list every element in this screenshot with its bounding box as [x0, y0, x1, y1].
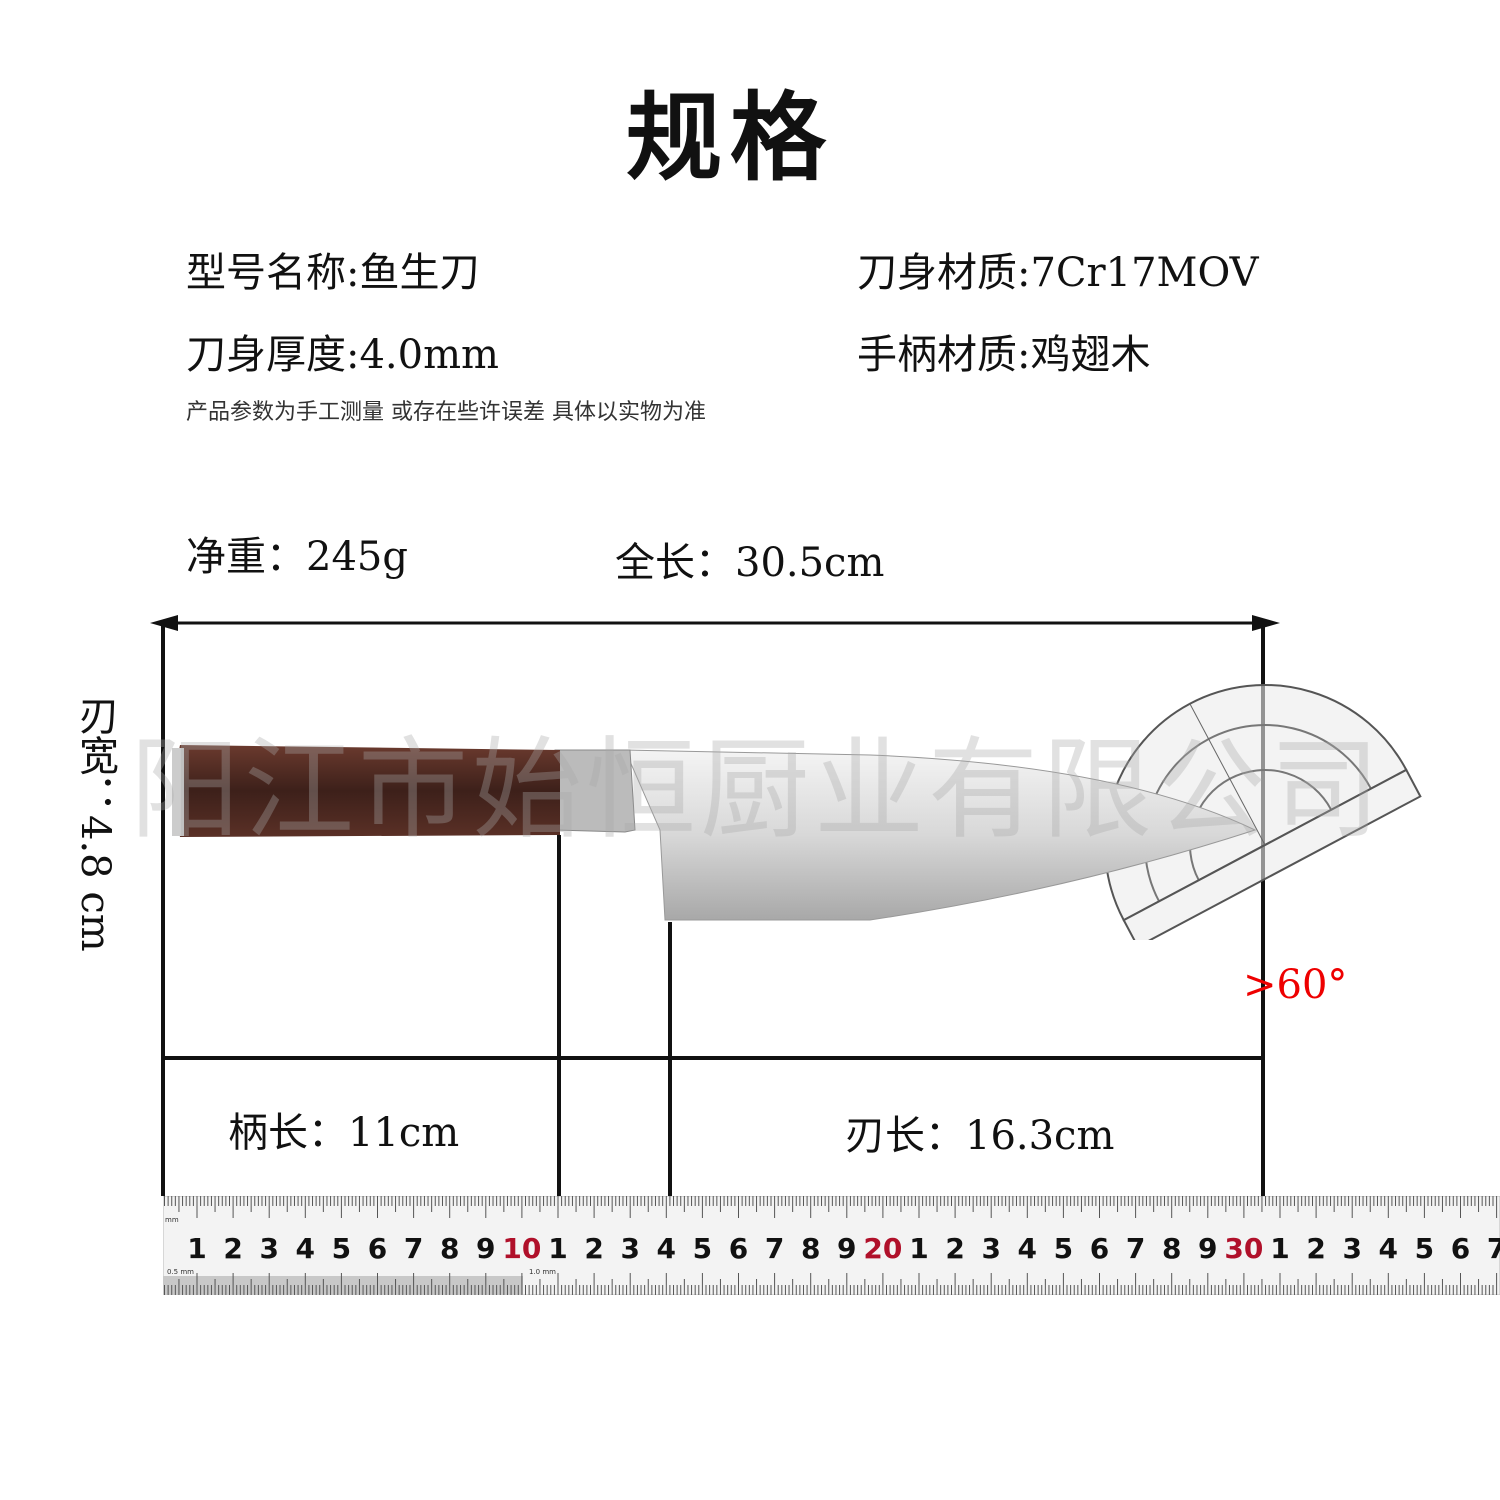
- ruler-label: 8: [440, 1232, 459, 1265]
- ruler-label: 6: [368, 1232, 387, 1265]
- net-weight: 净重：245g: [186, 534, 408, 580]
- ruler-label: 7: [1487, 1232, 1500, 1265]
- handle: [175, 745, 560, 837]
- blade-width: 刃宽：4.8 cm: [72, 695, 118, 952]
- knife-image: [172, 745, 1257, 921]
- ruler-label: 3: [981, 1232, 1000, 1265]
- ruler-label: 8: [801, 1232, 820, 1265]
- protractor: [1104, 684, 1422, 940]
- ruler-label: 6: [1451, 1232, 1470, 1265]
- measurement-note: 产品参数为手工测量 或存在些许误差 具体以实物为准: [186, 400, 706, 425]
- ruler-label: 4: [296, 1232, 315, 1265]
- handle-material: 手柄材质:鸡翅木: [857, 332, 1151, 378]
- ruler-label: 4: [1018, 1232, 1037, 1265]
- ruler-label: 9: [476, 1232, 495, 1265]
- ruler-label: 30: [1224, 1232, 1263, 1265]
- ruler-unit: 1.0 mm: [529, 1268, 556, 1276]
- ruler-label: 4: [657, 1232, 676, 1265]
- ruler-label: 4: [1379, 1232, 1398, 1265]
- ruler-label: 10: [502, 1232, 541, 1265]
- ruler-label: 20: [863, 1232, 902, 1265]
- ruler-label: 9: [1198, 1232, 1217, 1265]
- model-name: 型号名称:鱼生刀: [186, 250, 480, 296]
- ruler-label: 5: [332, 1232, 351, 1265]
- ruler-label: 5: [1415, 1232, 1434, 1265]
- ruler-label: 7: [765, 1232, 784, 1265]
- ruler-label: 2: [945, 1232, 964, 1265]
- blade-length: 刃长：16.3cm: [845, 1113, 1115, 1159]
- page-title: 规格: [626, 81, 834, 194]
- ruler-label: 6: [729, 1232, 748, 1265]
- ruler-unit: mm: [165, 1216, 179, 1224]
- blade-thickness: 刀身厚度:4.0mm: [186, 332, 499, 378]
- ruler-label: 1: [1270, 1232, 1289, 1265]
- ruler-label: 3: [620, 1232, 639, 1265]
- ruler-label: 5: [693, 1232, 712, 1265]
- ruler-label: 7: [1126, 1232, 1145, 1265]
- ruler-label: 2: [223, 1232, 242, 1265]
- ruler-label: 3: [1342, 1232, 1361, 1265]
- ruler-label: 1: [548, 1232, 567, 1265]
- ruler-label: 1: [187, 1232, 206, 1265]
- ruler-label: 8: [1162, 1232, 1181, 1265]
- ruler-label: 2: [1306, 1232, 1325, 1265]
- ruler-label: 6: [1090, 1232, 1109, 1265]
- blade-material: 刀身材质:7Cr17MOV: [857, 250, 1259, 296]
- ruler-label: 3: [259, 1232, 278, 1265]
- ruler-label: 9: [837, 1232, 856, 1265]
- ruler-unit: 0.5 mm: [167, 1268, 194, 1276]
- ruler-label: 2: [584, 1232, 603, 1265]
- angle-label: >60°: [1243, 962, 1348, 1008]
- total-length: 全长：30.5cm: [615, 540, 885, 586]
- handle-length: 柄长：11cm: [228, 1110, 460, 1156]
- ruler-label: 1: [909, 1232, 928, 1265]
- ruler-label: 7: [404, 1232, 423, 1265]
- watermark: 阳江市始恒厨业有限公司: [130, 726, 1384, 854]
- ruler-label: 5: [1054, 1232, 1073, 1265]
